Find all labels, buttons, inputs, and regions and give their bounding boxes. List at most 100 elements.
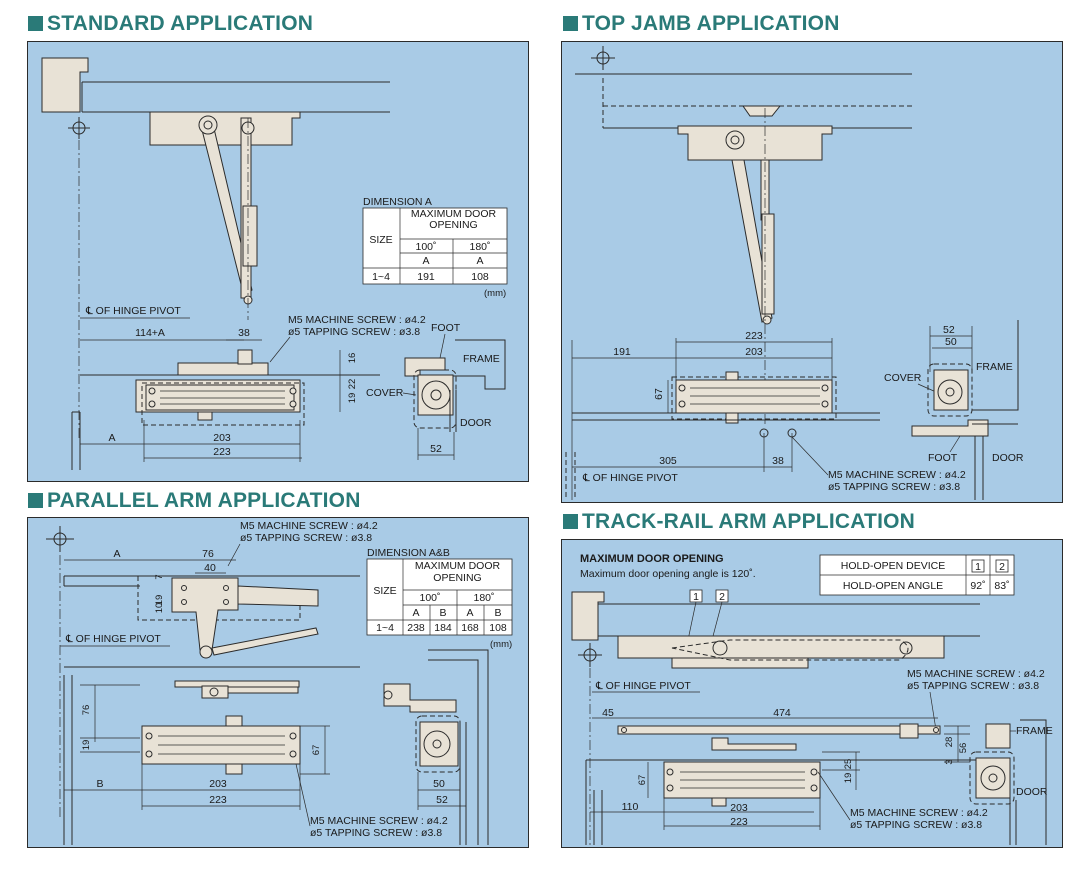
screw-m5-top: M5 MACHINE SCREW : ø4.2	[240, 520, 378, 532]
device-2: 2	[999, 561, 1005, 573]
row-size: 1~4	[376, 622, 394, 634]
row-val-a-100: 238	[407, 622, 425, 634]
closer-bracket	[177, 362, 269, 376]
dim-56: 56	[958, 743, 969, 754]
hinge-pivot-label: ℄ OF HINGE PIVOT	[582, 472, 678, 484]
track-rail-diagram: MAXIMUM DOOR OPENING Maximum door openin…	[571, 553, 1053, 845]
dim-67: 67	[311, 745, 322, 756]
dimension-ab-caption: DIMENSION A&B	[367, 547, 450, 559]
foot-label: FOOT	[928, 452, 958, 464]
top-jamb-heading: TOP JAMB APPLICATION	[563, 12, 840, 36]
unit-mm: (mm)	[484, 288, 506, 299]
screw-o5-top: ø5 TAPPING SCREW : ø3.8	[907, 680, 1039, 692]
screw-o5-label: ø5 TAPPING SCREW : ø3.8	[288, 326, 420, 338]
dim-52: 52	[436, 794, 448, 806]
row-val-b-180: 108	[489, 622, 507, 634]
door-label: DOOR	[1016, 786, 1048, 798]
frame-head	[41, 57, 89, 113]
dim-a: A	[108, 432, 115, 444]
row-val-180: 108	[471, 271, 489, 283]
marker-2: 2	[719, 591, 725, 603]
top-jamb-title: TOP JAMB APPLICATION	[582, 12, 840, 35]
heading-bullet	[28, 493, 43, 508]
track-rail-top	[617, 635, 945, 659]
angle-100: 100˚	[415, 241, 436, 253]
dim-28: 28	[944, 737, 955, 748]
sub-a-180: A	[476, 255, 483, 267]
dim-305: 305	[659, 455, 677, 467]
hinge-pivot-label: ℄ OF HINGE PIVOT	[595, 680, 691, 692]
dim-223: 223	[213, 446, 231, 458]
dim-223: 223	[730, 816, 748, 828]
dim-223: 223	[745, 330, 763, 342]
hold-angle-2: 83˚	[994, 580, 1009, 592]
end-bracket	[985, 723, 1011, 749]
hold-open-angle-label: HOLD-OPEN ANGLE	[843, 580, 943, 592]
sub-b-180: B	[494, 607, 501, 619]
frame-label: FRAME	[976, 361, 1013, 373]
dim-19a: 19	[154, 595, 165, 606]
hold-angle-1: 92˚	[970, 580, 985, 592]
end-body	[419, 721, 459, 767]
screw-m5-label: M5 MACHINE SCREW : ø4.2	[828, 469, 966, 481]
hold-open-table: HOLD-OPEN DEVICE HOLD-OPEN ANGLE 1 2 92˚…	[819, 554, 1015, 596]
sub-a-180: A	[466, 607, 473, 619]
dim-52: 52	[430, 443, 442, 455]
screw-o5-bot: ø5 TAPPING SCREW : ø3.8	[310, 827, 442, 839]
dim-10: 10	[154, 603, 165, 614]
foot-label: FOOT	[431, 322, 461, 334]
pivot-crosshair-icon	[578, 643, 602, 667]
dim-110: 110	[622, 801, 639, 813]
cover-label: COVER	[366, 387, 404, 399]
track-rail-heading: TRACK-RAIL ARM APPLICATION	[563, 510, 915, 534]
dim-474: 474	[773, 707, 791, 719]
dim-52: 52	[943, 324, 955, 336]
max-opening-title: MAXIMUM DOOR OPENING	[580, 553, 724, 565]
dim-45: 45	[602, 707, 614, 719]
frame-label: FRAME	[463, 353, 500, 365]
screw-m5-label: M5 MACHINE SCREW : ø4.2	[288, 314, 426, 326]
end-body	[975, 757, 1011, 799]
dim-19: 19	[843, 773, 854, 784]
size-header: SIZE	[373, 585, 396, 597]
dim-3: 3	[944, 759, 955, 764]
dim-203: 203	[209, 778, 227, 790]
standard-title: STANDARD APPLICATION	[47, 12, 314, 35]
screw-m5-bot: M5 MACHINE SCREW : ø4.2	[850, 807, 988, 819]
row-val-100: 191	[417, 271, 435, 283]
dim-38: 38	[238, 327, 250, 339]
parallel-diagram: M5 MACHINE SCREW : ø4.2 ø5 TAPPING SCREW…	[46, 520, 513, 845]
screw-m5-bot: M5 MACHINE SCREW : ø4.2	[310, 815, 448, 827]
max-opening-note: Maximum door opening angle is 120˚.	[580, 568, 756, 580]
forearm-adjuster	[242, 205, 258, 267]
hold-open-device-label: HOLD-OPEN DEVICE	[841, 560, 945, 572]
max-opening-header: MAXIMUM DOOR OPENING	[410, 209, 497, 231]
dim-67: 67	[637, 775, 648, 786]
dim-19b: 19	[81, 740, 92, 751]
closer-body-side	[675, 379, 833, 414]
dim-114a: 114+A	[135, 327, 165, 339]
sub-a-100: A	[422, 255, 429, 267]
dim-7: 7	[154, 574, 165, 579]
marker-1: 1	[693, 591, 699, 603]
sub-a-100: A	[412, 607, 419, 619]
dim-25: 25	[843, 759, 854, 770]
end-bracket	[383, 683, 457, 713]
screw-o5-bot: ø5 TAPPING SCREW : ø3.8	[850, 819, 982, 831]
dim-67: 67	[653, 388, 665, 400]
dimension-a-table: DIMENSION A SIZE MAXIMUM DOOR OPENING 10…	[362, 196, 508, 299]
rail-arm	[711, 737, 797, 751]
row-size: 1~4	[372, 271, 390, 283]
dimension-ab-table: DIMENSION A&B SIZE MAXIMUM DOOR OPENING …	[366, 547, 513, 650]
heading-bullet	[28, 16, 43, 31]
closer-top-body	[677, 125, 833, 161]
dim-22: 22	[347, 379, 358, 390]
top-jamb-diagram: 223 203 191 67 305 38 ℄ OF HINGE PIVOT	[565, 46, 1024, 500]
closer-top-body	[149, 111, 301, 146]
dim-b: B	[96, 778, 103, 790]
dim-19: 19	[347, 393, 358, 404]
parallel-arm-upper	[237, 585, 319, 607]
pivot-crosshair-icon	[68, 117, 90, 139]
screw-o5-top: ø5 TAPPING SCREW : ø3.8	[240, 532, 372, 544]
